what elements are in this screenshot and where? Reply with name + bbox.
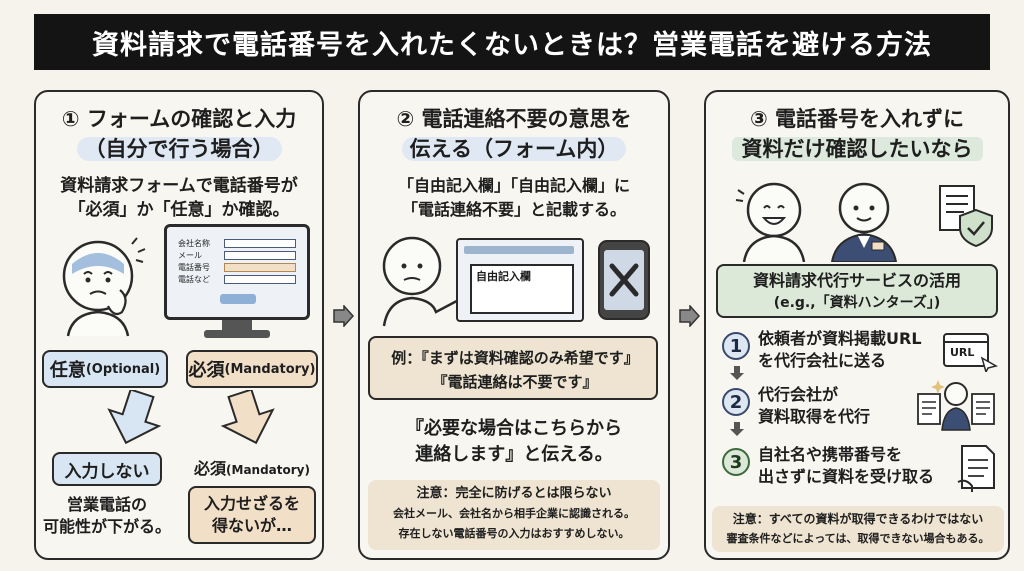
proxy-service-text: 資料請求代行サービスの活用 (e.g.,「資料ハンターズ」) xyxy=(718,270,996,314)
optional-note-line1: 営業電話の xyxy=(66,495,147,514)
must-input-result: 入力せざるを 得ないが… xyxy=(188,486,316,544)
form-label-other: 電話など xyxy=(178,275,210,284)
form-label-email: メール xyxy=(178,251,202,260)
panel2-heading: ② 電話連絡不要の意思を 伝える（フォーム内） xyxy=(360,104,668,164)
url-browser-icon: URL xyxy=(942,332,998,372)
panel2-intro-line2: 「電話連絡不要」と記載する。 xyxy=(401,200,626,219)
step-2-line2: 資料取得を代行 xyxy=(758,407,871,426)
step-number-2: 2 xyxy=(722,388,750,416)
panel1-intro-line2: 「必須」か「任意」か確認。 xyxy=(68,200,290,220)
step-number-1: 1 xyxy=(722,332,750,360)
caution-line2: 会社メール、会社名から相手企業に認識される。 xyxy=(393,507,635,520)
mandatory-result-label-main: 必須 xyxy=(194,459,227,478)
free-text-field: 自由記入欄 xyxy=(470,264,574,314)
receive-document-icon xyxy=(956,442,1000,494)
optional-down-arrow xyxy=(106,390,176,446)
form-field-email xyxy=(224,251,296,260)
panel1-heading-line1: ① フォームの確認と入力 xyxy=(61,107,297,131)
step-3-line2: 出さずに資料を受け取る xyxy=(758,467,935,486)
down-arrow-icon xyxy=(730,366,744,380)
example-line2: 『電話連絡は不要です』 xyxy=(432,373,598,391)
example-line1: 例：『まずは資料確認のみ希望です』 xyxy=(391,349,639,367)
panel1-intro: 資料請求フォームで電話番号が 「必須」か「任意」か確認。 xyxy=(36,174,322,222)
panel3-caution-line1: 注意：すべての資料が取得できるわけではない xyxy=(732,512,984,526)
caution-line3: 存在しない電話番号の入力はおすすめしない。 xyxy=(398,527,630,540)
mandatory-tag: 必須(Mandatory) xyxy=(186,350,318,388)
caution-line1: 注意：完全に防げるとは限らない xyxy=(416,486,612,501)
panel2-heading-line1: ② 電話連絡不要の意思を xyxy=(396,107,632,131)
panel-self-input: ① フォームの確認と入力 （自分で行う場合） 資料請求フォームで電話番号が 「必… xyxy=(34,90,324,560)
must-input-line2: 得ないが… xyxy=(211,516,292,535)
service-line2: (e.g.,「資料ハンターズ」) xyxy=(773,295,941,311)
panel3-heading-line2: 資料だけ確認したいなら xyxy=(731,137,983,161)
panel3-heading: ③ 電話番号を入れずに 資料だけ確認したいなら xyxy=(706,104,1008,164)
arrow-right-icon xyxy=(332,305,354,327)
panel3-heading-line1: ③ 電話番号を入れずに xyxy=(749,107,965,131)
panel2-intro-line1: 「自由記入欄」「自由記入欄」に xyxy=(397,176,630,195)
panel2-message: 『必要な場合はこちらから 連絡します』と伝える。 xyxy=(360,416,668,468)
secure-document-icon xyxy=(936,182,996,248)
optional-tag-main: 任意 xyxy=(49,360,86,381)
phone-blocked-icon xyxy=(596,238,652,322)
optional-note-line2: 可能性が下がる。 xyxy=(42,517,171,536)
agent-documents-icon xyxy=(914,376,998,432)
form-label-company: 会社名称 xyxy=(178,239,210,248)
mandatory-tag-sub: (Mandatory) xyxy=(224,361,316,377)
down-arrow-icon xyxy=(730,422,744,436)
form-field-company xyxy=(224,239,296,248)
optional-result-note: 営業電話の 可能性が下がる。 xyxy=(40,494,174,538)
arrow-right-icon xyxy=(678,305,700,327)
step-1-line2: を代行会社に送る xyxy=(758,351,887,370)
panel3-caution-line2: 審査条件などによっては、取得できない場合もある。 xyxy=(726,532,990,545)
example-speech-bubble: 例：『まずは資料確認のみ希望です』 『電話連絡は不要です』 xyxy=(368,336,658,400)
must-input-line1: 入力せざるを xyxy=(203,494,300,513)
panel-proxy-service: ③ 電話番号を入れずに 資料だけ確認したいなら xyxy=(704,90,1010,560)
mandatory-result-label: 必須(Mandatory) xyxy=(184,457,320,482)
mandatory-result-label-sub: (Mandatory) xyxy=(226,463,310,477)
mandatory-down-arrow xyxy=(220,390,290,446)
step-2-text: 代行会社が 資料取得を代行 xyxy=(758,384,870,428)
do-not-input-result: 入力しない xyxy=(52,452,162,486)
panel-no-call-note: ② 電話連絡不要の意思を 伝える（フォーム内） 「自由記入欄」「自由記入欄」に … xyxy=(358,90,670,560)
proxy-service-box: 資料請求代行サービスの活用 (e.g.,「資料ハンターズ」) xyxy=(716,264,998,318)
panel2-intro: 「自由記入欄」「自由記入欄」に 「電話連絡不要」と記載する。 xyxy=(360,174,668,222)
form-labels: 会社名称 メール 電話番号 電話など xyxy=(178,238,210,286)
service-line1: 資料請求代行サービスの活用 xyxy=(752,271,961,290)
optional-tag: 任意(Optional) xyxy=(42,350,168,388)
agent-person-illustration xyxy=(824,176,904,262)
caution-text: 注意：完全に防げるとは限らない 会社メール、会社名から相手企業に認識される。 存… xyxy=(368,484,660,544)
step-1-line1: 依頼者が資料掲載URL xyxy=(758,329,922,348)
form-label-phone: 電話番号 xyxy=(178,263,210,272)
step-3-text: 自社名や携帯番号を 出さずに資料を受け取る xyxy=(758,444,934,488)
step-1-text: 依頼者が資料掲載URL を代行会社に送る xyxy=(758,328,922,372)
step-3-line1: 自社名や携帯番号を xyxy=(758,445,903,464)
url-label: URL xyxy=(950,346,975,359)
step-number-3: 3 xyxy=(722,448,750,476)
panel3-caution-text: 注意：すべての資料が取得できるわけではない 審査条件などによっては、取得できない… xyxy=(712,509,1004,549)
optional-tag-sub: (Optional) xyxy=(85,361,161,377)
browser-form-illustration: 自由記入欄 xyxy=(456,238,584,322)
form-submit-button xyxy=(220,294,256,304)
panel1-intro-line1: 資料請求フォームで電話番号が xyxy=(60,176,298,196)
panel3-caution-note: 注意：すべての資料が取得できるわけではない 審査条件などによっては、取得できない… xyxy=(712,506,1004,552)
panel1-heading: ① フォームの確認と入力 （自分で行う場合） xyxy=(36,104,322,164)
step-2-line1: 代行会社が xyxy=(758,385,839,404)
example-text: 例：『まずは資料確認のみ希望です』 『電話連絡は不要です』 xyxy=(370,346,660,394)
panel2-heading-line2: 伝える（フォーム内） xyxy=(401,137,627,161)
panel2-caution-note: 注意：完全に防げるとは限らない 会社メール、会社名から相手企業に認識される。 存… xyxy=(368,480,660,550)
happy-person-illustration xyxy=(734,176,814,262)
form-field-other xyxy=(224,275,296,284)
panel1-heading-line2: （自分で行う場合） xyxy=(76,137,282,161)
worried-person-illustration xyxy=(50,228,150,338)
message-line2: 連絡します』と伝える。 xyxy=(415,444,613,465)
mandatory-tag-main: 必須 xyxy=(188,360,225,381)
message-line1: 『必要な場合はこちらから xyxy=(406,418,622,439)
page-title: 資料請求で電話番号を入れたくないときは？営業電話を避ける方法 xyxy=(34,14,990,70)
form-field-phone xyxy=(224,263,296,272)
monitor-form-illustration: 会社名称 メール 電話番号 電話など xyxy=(164,224,310,342)
